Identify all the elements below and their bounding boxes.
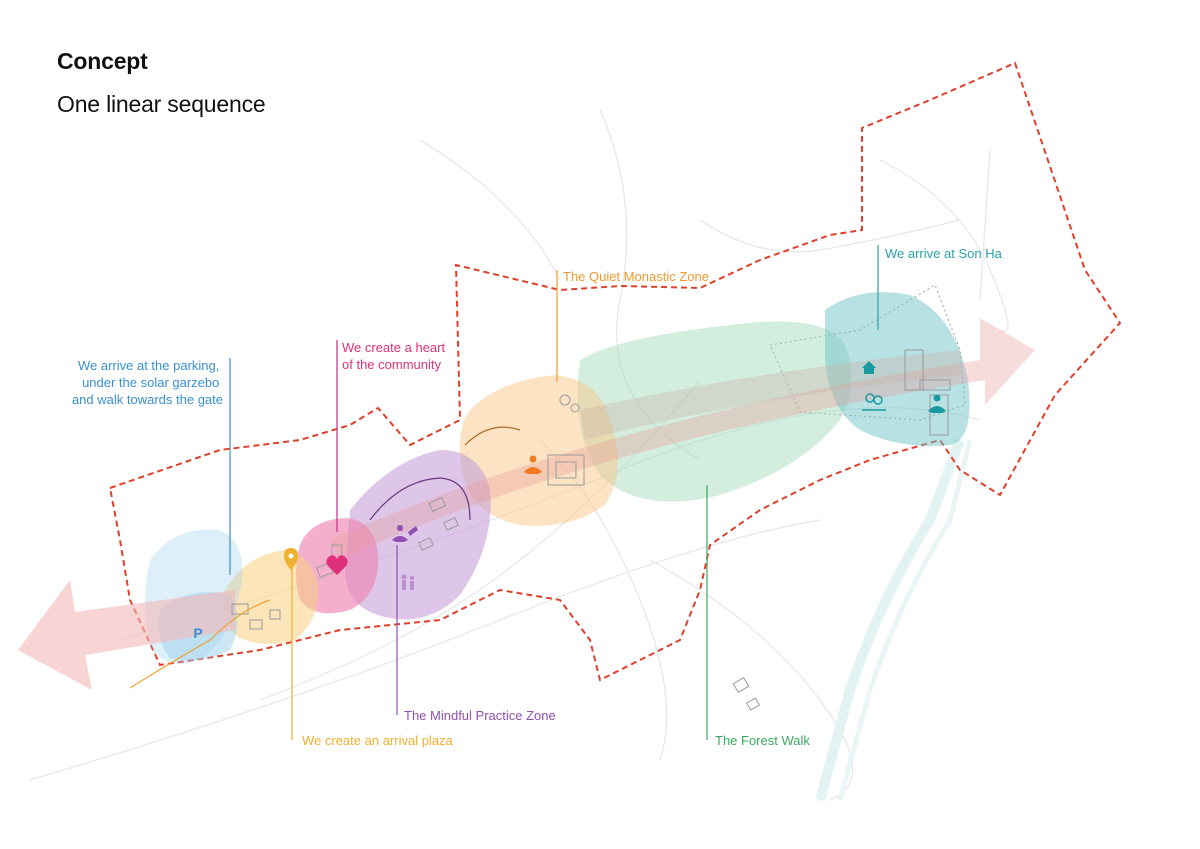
river-edge — [837, 439, 973, 801]
arrow-east — [330, 318, 1035, 560]
meditation-icon-quiet — [524, 455, 542, 474]
site-boundary — [108, 61, 1122, 682]
family-icon — [401, 574, 415, 590]
path-quiet-loop — [464, 426, 521, 446]
label-heart: We create a heart of the community — [342, 340, 449, 372]
label-parking-line-3: and walk towards the gate — [72, 392, 223, 407]
label-heart-line-1: We create a heart — [342, 340, 445, 355]
label-son-ha: We arrive at Son Ha — [885, 246, 1003, 261]
zone-mindful-practice — [345, 450, 491, 620]
path-mindful-loop — [369, 477, 471, 521]
river — [815, 438, 965, 802]
path-entry — [129, 599, 271, 689]
arrow-west — [18, 580, 235, 690]
location-pin-icon — [284, 548, 298, 570]
base-map-roads — [29, 109, 1009, 801]
home-icon — [862, 361, 876, 374]
meditation-icon-mindful — [392, 525, 418, 542]
page-title: Concept — [57, 48, 148, 74]
label-forest-walk: The Forest Walk — [715, 733, 810, 748]
label-heart-line-2: of the community — [342, 357, 441, 372]
page-subtitle: One linear sequence — [57, 91, 266, 117]
zone-arrival-plaza — [223, 550, 319, 644]
label-parking-line-1: We arrive at the parking, — [78, 358, 219, 373]
parking-icon: P — [193, 625, 202, 641]
label-mindful-practice-zone: The Mindful Practice Zone — [404, 708, 556, 723]
zone-forest-walk — [577, 321, 852, 502]
label-quiet-monastic-zone: The Quiet Monastic Zone — [563, 269, 709, 284]
label-parking-line-2: under the solar garzebo — [82, 375, 219, 390]
heart-icon — [326, 555, 348, 575]
group-icon — [862, 393, 886, 411]
meditation-icon-son-ha — [928, 394, 946, 413]
building-footprints — [231, 349, 951, 711]
label-arrival-plaza: We create an arrival plaza — [302, 733, 454, 748]
label-parking: We arrive at the parking, under the sola… — [72, 358, 223, 407]
zone-quiet-monastic — [459, 375, 618, 526]
